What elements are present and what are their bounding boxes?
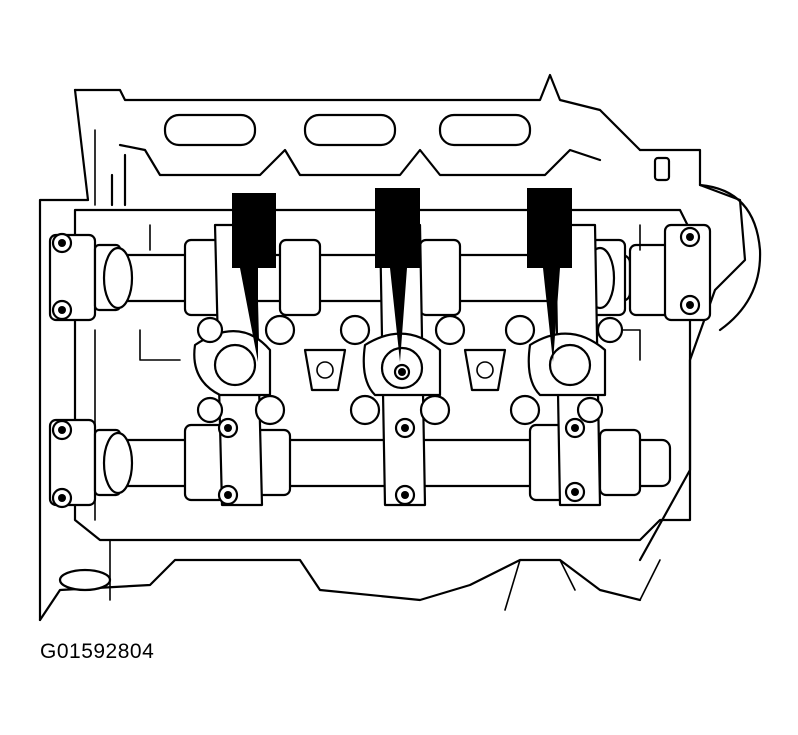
bolt-icon [393, 363, 411, 381]
bolt-icon [51, 299, 73, 321]
bolt-icon [217, 417, 239, 439]
down-arrow-icon [527, 188, 572, 362]
bolt-icon [564, 417, 586, 439]
bolt-icon [679, 294, 701, 316]
bolt-icon [217, 484, 239, 506]
down-arrow-icon [232, 193, 276, 362]
line-drawing [38, 73, 762, 622]
bolt-icon [564, 481, 586, 503]
bolts [51, 226, 701, 509]
cylinder-head-camshaft-illustration [38, 73, 762, 622]
bolt-icon [51, 419, 73, 441]
bolt-icon [679, 226, 701, 248]
callout-arrows [232, 188, 572, 362]
bolt-icon [394, 484, 416, 506]
misc-details [58, 156, 671, 592]
bolt-icon [51, 232, 73, 254]
bolt-icon [394, 417, 416, 439]
intake-ports [110, 113, 602, 207]
upper-camshaft [48, 223, 712, 322]
figure-id-label: G01592804 [40, 640, 155, 663]
bolt-icon [51, 487, 73, 509]
down-arrow-icon [375, 188, 420, 362]
